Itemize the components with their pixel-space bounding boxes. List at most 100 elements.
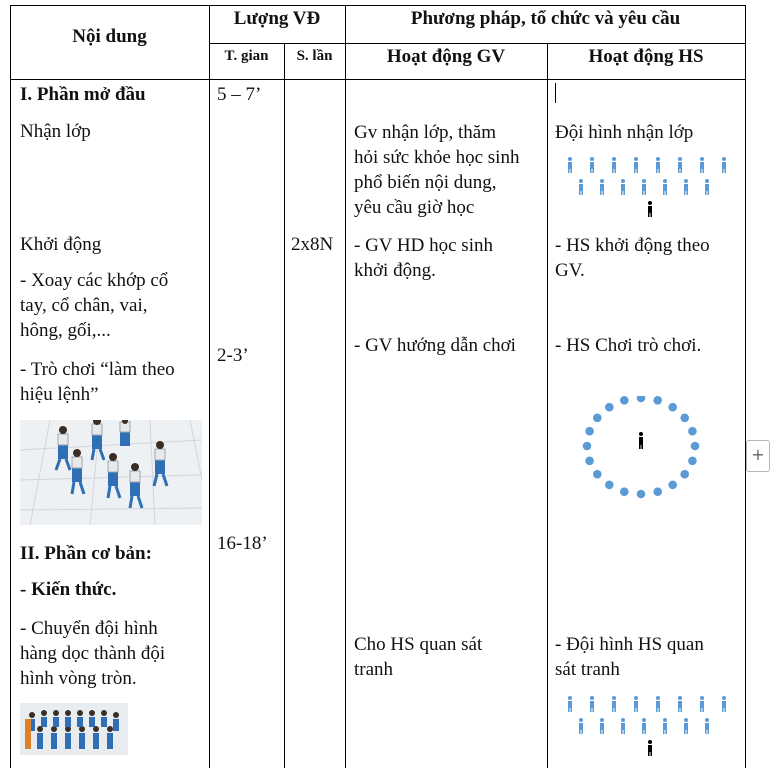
student-dot <box>605 402 614 412</box>
student-icon <box>568 157 572 173</box>
tro-choi-line2: hiệu lệnh” <box>20 384 99 405</box>
xoay-line3: hông, gối,... <box>20 320 111 341</box>
student-icon <box>663 179 667 195</box>
student-icon <box>642 179 646 195</box>
tro-choi-line1: - Trò chơi “làm theo <box>20 359 175 380</box>
student-icon <box>600 718 604 734</box>
hs-quan-sat-line1: - Đội hình HS quan <box>555 634 704 655</box>
row-line-subheader <box>209 43 746 44</box>
student-dot <box>620 487 629 496</box>
student-dot <box>680 469 689 479</box>
hs-khoi-dong-line1: - HS khởi động theo <box>555 235 710 256</box>
gv-quan-sat-line1: Cho HS quan sát <box>354 634 483 655</box>
student-icon <box>684 718 688 734</box>
table-border-left <box>10 5 11 768</box>
header-hd-hs: Hoạt động HS <box>588 46 704 67</box>
students-formation-illustration <box>20 703 128 755</box>
student-icon <box>705 179 709 195</box>
gv-nhan-lop-line2: hỏi sức khỏe học sinh <box>354 147 520 168</box>
student-dot <box>605 480 614 490</box>
header-luong-vd: Lượng VĐ <box>233 8 321 29</box>
table-border-right <box>745 5 746 768</box>
student-icon <box>722 696 726 712</box>
student-icon <box>590 696 594 712</box>
student-dot <box>585 456 594 466</box>
header-t-gian: T. gian <box>224 48 269 64</box>
children-playing-illustration <box>20 420 202 525</box>
student-icon <box>722 157 726 173</box>
student-icon <box>568 696 572 712</box>
student-icon <box>600 179 604 195</box>
chuyen-line1: - Chuyển đội hình <box>20 618 158 639</box>
student-dot <box>690 441 700 451</box>
hs-quan-sat-line2: sát tranh <box>555 659 620 680</box>
col-line-reps <box>284 43 285 768</box>
col-line-gv <box>345 5 346 768</box>
header-noi-dung: Nội dung <box>72 26 147 47</box>
student-icon <box>678 157 682 173</box>
header-hd-gv: Hoạt động GV <box>386 46 506 67</box>
kien-thuc-text: - Kiến thức. <box>20 579 117 600</box>
student-icon <box>705 718 709 734</box>
student-icon <box>656 157 660 173</box>
header-s-lan: S. lần <box>296 48 333 64</box>
student-icon <box>634 157 638 173</box>
hs-tro-choi-text: - HS Chơi trò chơi. <box>555 335 702 356</box>
student-dot <box>620 396 629 405</box>
student-dot <box>668 402 677 412</box>
reps-khoi-dong: 2x8N <box>291 234 334 255</box>
student-dot <box>585 426 594 436</box>
student-dot <box>593 413 602 423</box>
student-dot <box>582 441 592 451</box>
gv-khoi-dong-line1: - GV HD học sinh <box>354 235 493 256</box>
student-icon <box>621 179 625 195</box>
student-dot <box>680 413 689 423</box>
class-formation-diagram-2 <box>568 696 726 756</box>
student-dot <box>688 426 697 436</box>
student-dot <box>653 396 662 405</box>
khoi-dong-text: Khởi động <box>20 234 102 255</box>
row-line-header-bottom <box>10 79 746 80</box>
student-icon <box>642 718 646 734</box>
student-dot <box>636 396 646 403</box>
student-icon <box>700 696 704 712</box>
chuyen-line3: hình vòng tròn. <box>20 668 137 689</box>
gv-nhan-lop-line4: yêu cầu giờ học <box>354 197 475 218</box>
xoay-line1: - Xoay các khớp cổ <box>20 270 169 291</box>
student-icon <box>663 718 667 734</box>
header-phuong-phap: Phương pháp, tổ chức và yêu cầu <box>410 8 681 29</box>
student-icon <box>590 157 594 173</box>
student-icon <box>612 157 616 173</box>
student-dot <box>593 469 602 479</box>
time-phan-co-ban: 16-18’ <box>217 533 268 554</box>
circle-formation-diagram <box>582 396 700 499</box>
hs-khoi-dong-line2: GV. <box>555 260 585 281</box>
gv-nhan-lop-line3: phổ biến nội dung, <box>354 172 497 193</box>
section-part2: II. Phần cơ bản: <box>20 543 152 564</box>
teacher-icon <box>639 432 643 449</box>
text-cursor <box>555 83 556 103</box>
nhan-lop-text: Nhận lớp <box>20 121 91 142</box>
student-icon <box>612 696 616 712</box>
student-dot <box>653 487 662 496</box>
gv-tro-choi-text: - GV hướng dẫn chơi <box>354 335 516 356</box>
gv-quan-sat-line2: tranh <box>354 659 394 680</box>
section-part1: I. Phần mở đầu <box>20 84 146 105</box>
add-icon[interactable]: + <box>746 440 770 472</box>
xoay-line2: tay, cổ chân, vai, <box>20 295 148 316</box>
student-icon <box>634 696 638 712</box>
student-icon <box>621 718 625 734</box>
student-icon <box>684 179 688 195</box>
class-formation-diagram-1 <box>568 157 726 217</box>
student-icon <box>656 696 660 712</box>
teacher-icon <box>648 740 652 756</box>
teacher-icon <box>648 201 652 217</box>
gv-nhan-lop-line1: Gv nhận lớp, thăm <box>354 122 496 143</box>
student-dot <box>668 480 677 490</box>
gv-khoi-dong-line2: khởi động. <box>354 260 436 281</box>
student-icon <box>579 179 583 195</box>
student-dot <box>636 489 646 499</box>
time-phan-mo-dau: 5 – 7’ <box>217 84 262 105</box>
col-line-hs <box>547 43 548 768</box>
col-line-time <box>209 5 210 768</box>
